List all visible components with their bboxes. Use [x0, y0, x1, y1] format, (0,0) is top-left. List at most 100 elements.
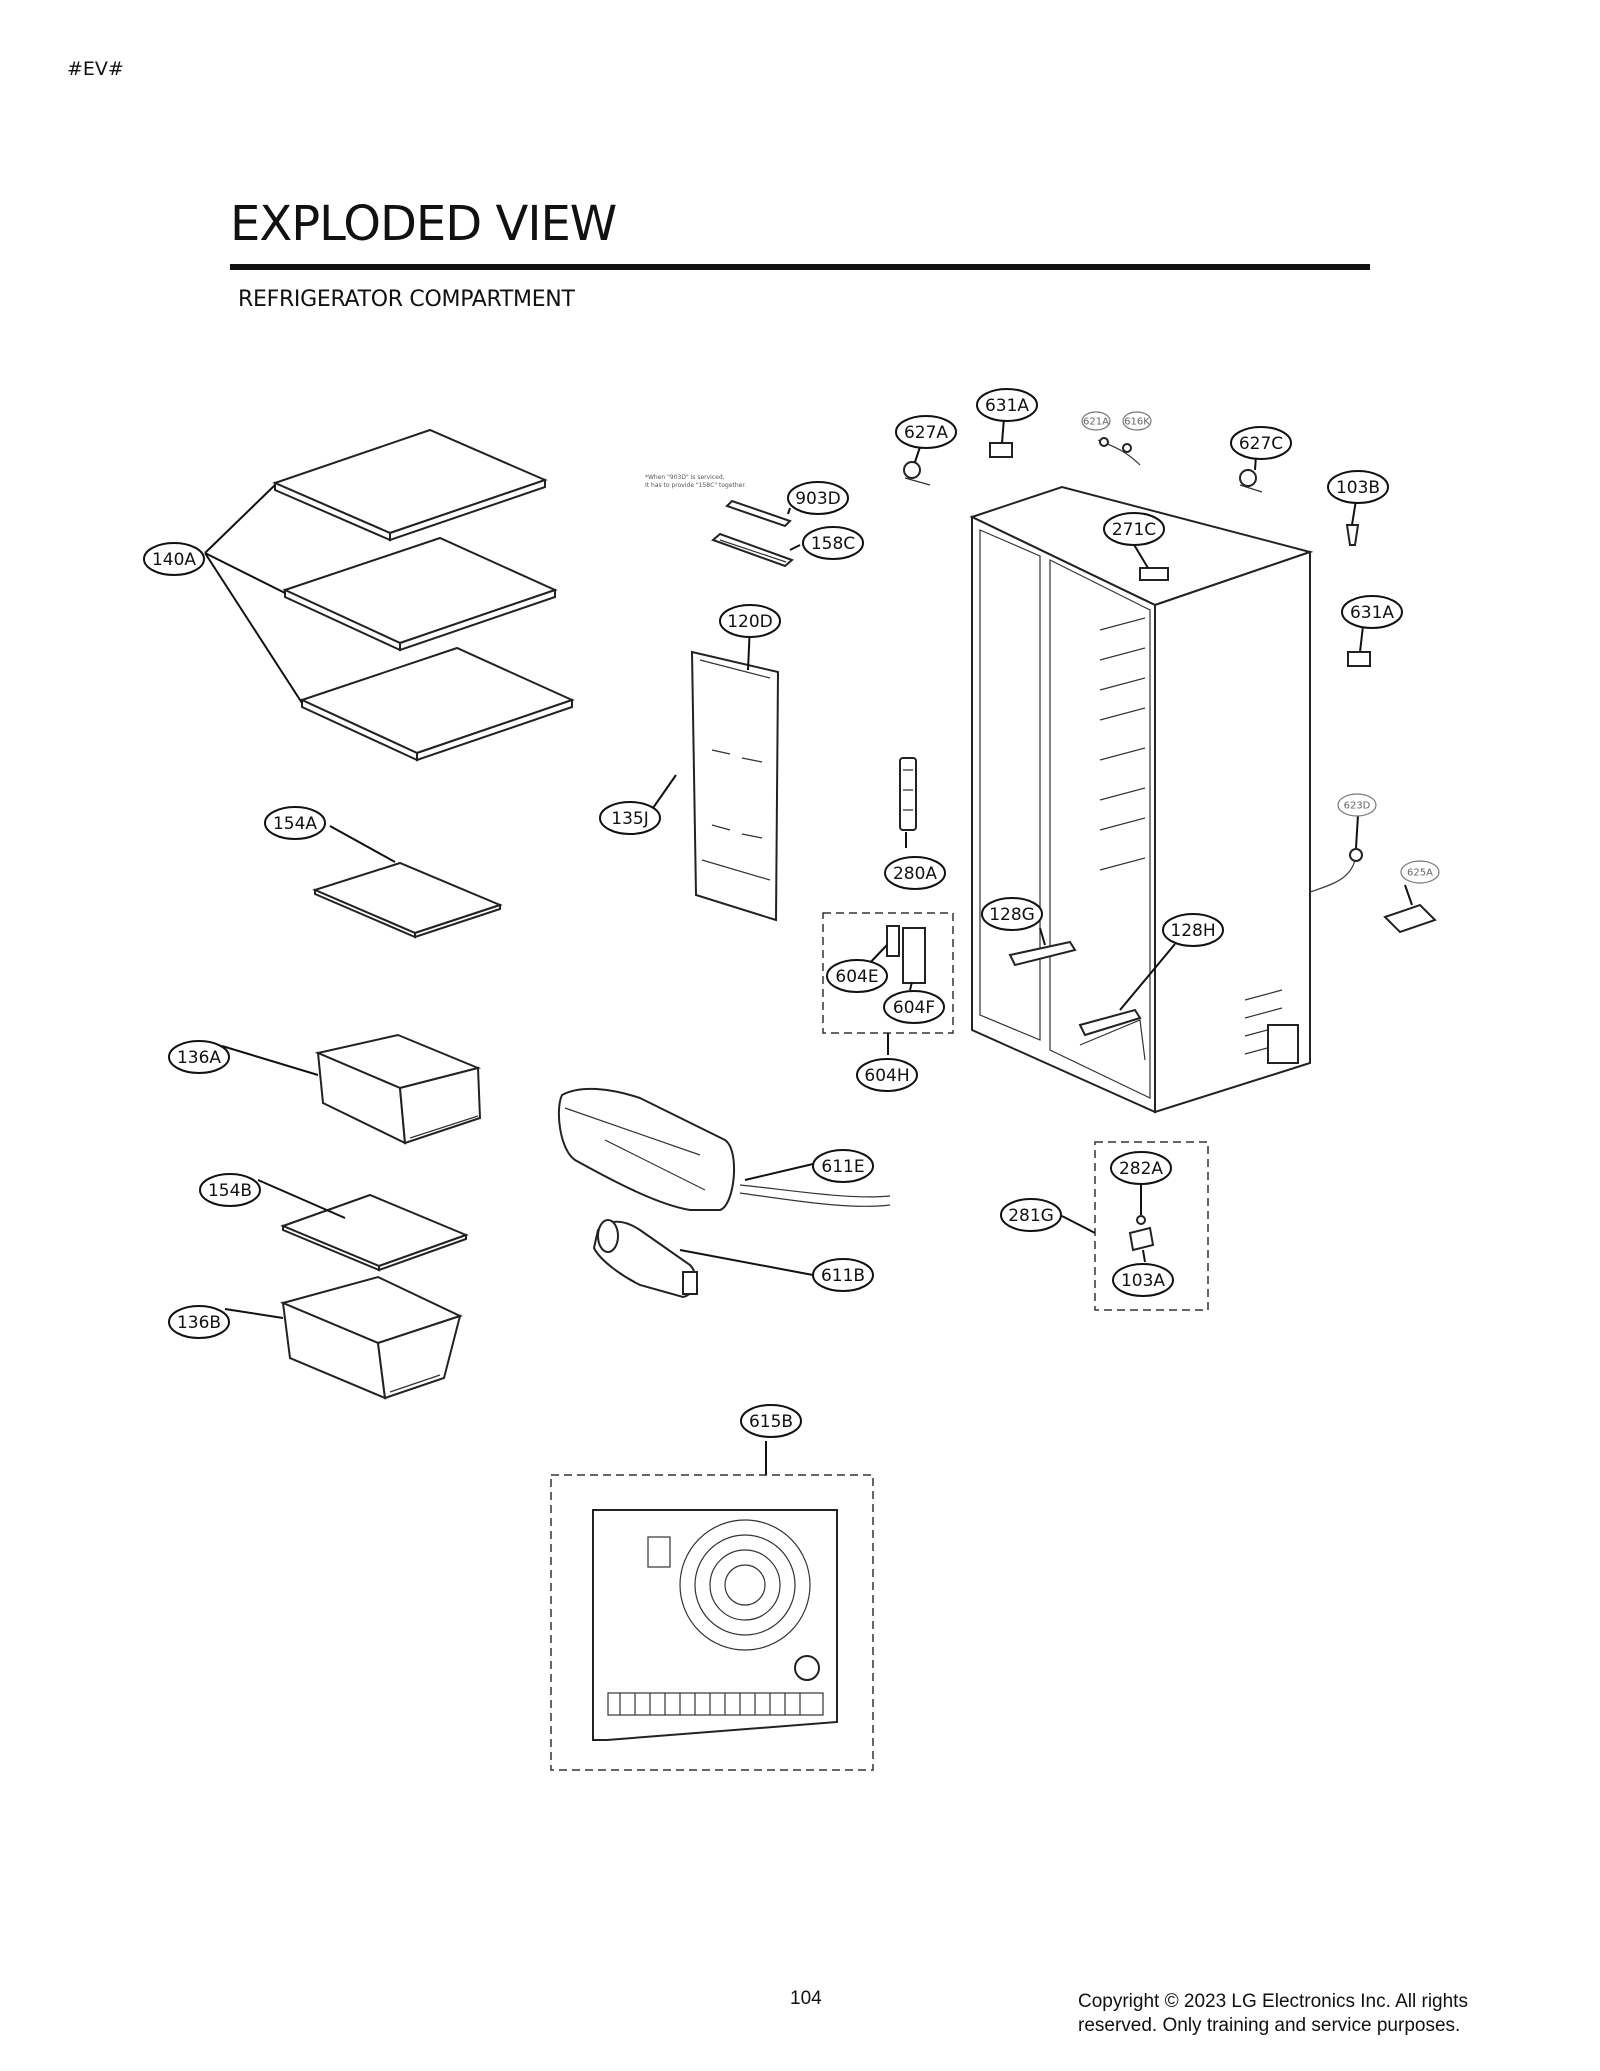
svg-text:It has to provide "158C" toget: It has to provide "158C" together.	[645, 482, 746, 489]
callout-616k: 616K	[1122, 411, 1152, 431]
callout-label: 154A	[273, 814, 317, 834]
hose-623d	[1309, 848, 1363, 893]
callout-103b: 103B	[1327, 470, 1389, 504]
group-box-615b	[550, 1474, 874, 1771]
filter-housing-611e	[557, 1087, 891, 1211]
hinge-282a-103a	[1128, 1215, 1155, 1252]
screw-103b	[1345, 524, 1360, 546]
callout-label: 623D	[1344, 801, 1371, 812]
callout-631a-side: 631A	[1341, 595, 1403, 629]
callout-154b: 154B	[199, 1173, 261, 1207]
callout-label: 611E	[821, 1157, 864, 1177]
part-604e	[886, 925, 900, 957]
callout-615b: 615B	[740, 1404, 802, 1438]
shelf-154b	[280, 1193, 469, 1272]
callout-label: 128G	[989, 905, 1035, 925]
callout-label: 615B	[749, 1412, 793, 1432]
title-rule	[230, 264, 1370, 270]
callout-627c: 627C	[1230, 426, 1292, 460]
callout-158c: 158C	[802, 526, 864, 560]
callout-label: 627A	[904, 423, 948, 443]
strip-158c	[711, 532, 794, 568]
filter-cartridge-611b	[592, 1219, 698, 1299]
part-625a	[1383, 903, 1437, 934]
shelf-140a-bottom	[299, 646, 575, 762]
callout-label: 280A	[893, 864, 937, 884]
document-marker: #EV#	[67, 58, 124, 80]
strip-903d	[725, 499, 792, 528]
group-box-281g	[1094, 1141, 1209, 1311]
callout-label: 616K	[1124, 417, 1150, 428]
callout-140a: 140A	[143, 542, 205, 576]
svg-text:*When "903D" is serviced,: *When "903D" is serviced,	[645, 474, 725, 481]
callout-604h: 604H	[856, 1058, 918, 1092]
copyright-line-2: reserved. Only training and service purp…	[1078, 2015, 1461, 2036]
callout-604f: 604F	[883, 990, 945, 1024]
callout-label: 604E	[835, 967, 878, 987]
callout-label: 282A	[1119, 1159, 1163, 1179]
callout-627a: 627A	[895, 415, 957, 449]
callout-label: 120D	[727, 612, 773, 632]
callout-label: 611B	[821, 1266, 865, 1286]
callout-621a: 621A	[1081, 411, 1111, 431]
bracket-631a-side	[1347, 651, 1371, 667]
clip-627a	[903, 461, 931, 486]
callout-label: 154B	[208, 1181, 252, 1201]
callout-label: 631A	[1350, 603, 1394, 623]
part-280a	[899, 757, 917, 831]
part-128g	[1008, 940, 1077, 967]
callout-623d: 623D	[1337, 793, 1377, 817]
bracket-631a-top	[989, 442, 1013, 458]
part-128h	[1078, 1008, 1142, 1037]
page-number: 104	[790, 1988, 822, 2009]
callout-label: 140A	[152, 550, 196, 570]
callout-604e: 604E	[826, 959, 888, 993]
part-604f	[902, 927, 926, 984]
callout-label: 604F	[893, 998, 935, 1018]
callout-625a: 625A	[1400, 860, 1440, 884]
callout-label: 625A	[1407, 868, 1433, 879]
copyright-notice: Copyright © 2023 LG Electronics Inc. All…	[1078, 1990, 1468, 2038]
callout-label: 621A	[1083, 417, 1109, 428]
crisper-drawer-136b	[279, 1275, 463, 1400]
callout-label: 136B	[177, 1313, 221, 1333]
copyright-line-1: Copyright © 2023 LG Electronics Inc. All…	[1078, 1991, 1468, 2012]
callout-label: 604H	[864, 1066, 909, 1086]
crisper-drawer-136a	[314, 1033, 482, 1145]
control-unit-615b	[592, 1509, 838, 1741]
callout-label: 903D	[795, 489, 841, 509]
page-title: EXPLODED VIEW	[230, 196, 617, 252]
callout-281g: 281G	[1000, 1198, 1062, 1232]
shelf-154a	[312, 861, 503, 939]
clip-627c	[1239, 469, 1263, 493]
callout-label: 103A	[1121, 1271, 1165, 1291]
panel-120d	[690, 650, 780, 922]
callout-611e: 611E	[812, 1149, 874, 1183]
callout-136a: 136A	[168, 1040, 230, 1074]
callout-903d: 903D	[787, 481, 849, 515]
parts-621a-616k	[1097, 437, 1141, 466]
callout-282a: 282A	[1110, 1151, 1172, 1185]
callout-label: 136A	[177, 1048, 221, 1068]
callout-154a: 154A	[264, 806, 326, 840]
callout-271c: 271C	[1103, 512, 1165, 546]
callout-label: 631A	[985, 396, 1029, 416]
callout-120d: 120D	[719, 604, 781, 638]
callout-label: 271C	[1112, 520, 1156, 540]
shelf-140a-middle	[282, 536, 558, 652]
callout-label: 135J	[611, 809, 648, 829]
callout-631a-top: 631A	[976, 388, 1038, 422]
callout-label: 627C	[1239, 434, 1283, 454]
callout-128g: 128G	[981, 897, 1043, 931]
callout-136b: 136B	[168, 1305, 230, 1339]
part-271c	[1139, 567, 1169, 581]
callout-280a: 280A	[884, 856, 946, 890]
callout-103a: 103A	[1112, 1263, 1174, 1297]
callout-128h: 128H	[1162, 913, 1224, 947]
callout-611b: 611B	[812, 1258, 874, 1292]
callout-label: 128H	[1170, 921, 1215, 941]
section-subtitle: REFRIGERATOR COMPARTMENT	[238, 287, 575, 312]
callout-label: 103B	[1336, 478, 1380, 498]
shelf-140a-top	[272, 428, 548, 542]
